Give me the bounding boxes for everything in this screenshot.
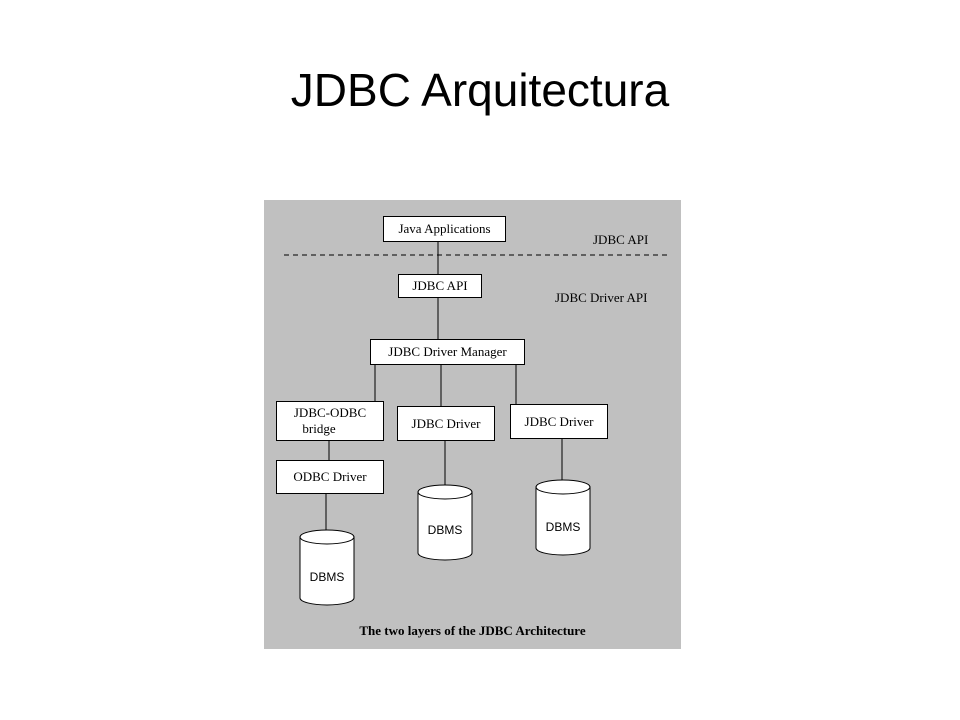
box-odbc-driver: ODBC Driver: [276, 460, 384, 494]
box-jdbc-odbc-bridge: JDBC-ODBC bridge: [276, 401, 384, 441]
database-label-2: DBMS: [427, 523, 463, 537]
jdbc-architecture-diagram: JDBC API JDBC Driver API Java Applicatio…: [264, 200, 681, 649]
database-label-1: DBMS: [309, 570, 345, 584]
bridge-label-line2: bridge: [302, 421, 336, 436]
bridge-label-line1: JDBC-ODBC: [293, 405, 367, 420]
label-jdbc-api-layer: JDBC API: [593, 232, 649, 247]
label-jdbc-driver-api-layer: JDBC Driver API: [555, 290, 648, 305]
box-jdbc-driver-manager: JDBC Driver Manager: [370, 339, 525, 365]
database-cylinder-1: [299, 529, 355, 606]
diagram-connectors: [284, 242, 669, 606]
database-cylinder-2: [417, 484, 473, 561]
box-java-applications: Java Applications: [383, 216, 506, 242]
diagram-caption: The two layers of the JDBC Architecture: [359, 623, 586, 638]
database-label-3: DBMS: [545, 520, 581, 534]
database-cylinder-3: [535, 479, 591, 556]
page-title: JDBC Arquitectura: [290, 64, 670, 116]
box-jdbc-driver-2: JDBC Driver: [510, 404, 608, 439]
box-jdbc-driver-1: JDBC Driver: [397, 406, 495, 441]
box-jdbc-api: JDBC API: [398, 274, 482, 298]
